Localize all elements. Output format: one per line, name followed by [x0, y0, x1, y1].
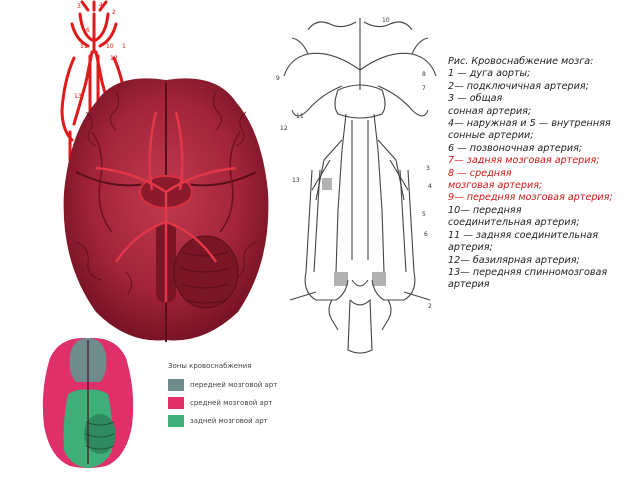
caption-line: 1 — дуга аорты; [448, 68, 531, 80]
caption-line: соединительная артерия; [448, 217, 580, 229]
caption-line-highlighted: 7— задняя мозговая артерия; [448, 155, 600, 167]
svg-text:4: 4 [99, 2, 103, 9]
legend-title: Зоны кровоснабжения [168, 362, 252, 370]
svg-text:13: 13 [74, 93, 82, 100]
caption-line: 13— передняя спинномозговая [448, 266, 608, 278]
svg-text:4: 4 [428, 183, 432, 190]
legend-item: задней мозговой арт [168, 412, 278, 430]
svg-text:13: 13 [292, 177, 300, 184]
svg-text:11: 11 [80, 43, 88, 50]
caption-line: 12— базилярная артерия; [448, 254, 580, 266]
svg-text:7: 7 [422, 85, 426, 92]
blood-supply-zones-illustration [42, 337, 134, 468]
caption-line-highlighted: 9— передняя мозговая артерия; [448, 192, 613, 204]
caption-line: сонная артерия; [448, 105, 532, 117]
svg-text:6: 6 [86, 27, 90, 34]
svg-text:11: 11 [296, 113, 304, 120]
zones-legend: Зоны кровоснабжения передней мозговой ар… [168, 362, 278, 430]
caption-line: 6 — позвоночная артерия; [448, 142, 583, 154]
svg-text:3: 3 [77, 3, 81, 10]
caption-line: артерия [448, 279, 490, 291]
legend-label-anterior: передней мозговой арт [190, 381, 278, 389]
svg-text:10: 10 [106, 43, 114, 50]
svg-text:2: 2 [112, 9, 116, 16]
caption-line-highlighted: 8 — средняя [448, 167, 512, 179]
svg-text:2: 2 [428, 303, 432, 310]
svg-text:9: 9 [276, 75, 280, 82]
legend-item: передней мозговой арт [168, 376, 278, 394]
caption-line: 4— наружная и 5 — внутренняя [448, 118, 611, 130]
arteries-line-drawing: 10 9 8 7 11 12 13 3 4 5 6 2 [276, 17, 437, 354]
svg-text:3: 3 [426, 165, 430, 172]
svg-text:1: 1 [122, 43, 126, 50]
svg-text:10: 10 [382, 17, 390, 24]
svg-text:5: 5 [422, 211, 426, 218]
caption-line: 11 — задняя соединительная [448, 229, 599, 241]
legend-swatch-middle [168, 397, 184, 409]
caption-line: Рис. Кровоснабжение мозга: [448, 56, 594, 67]
svg-text:8: 8 [422, 71, 426, 78]
legend-swatch-anterior [168, 379, 184, 391]
caption-line: 3 — общая [448, 93, 503, 105]
svg-text:12: 12 [110, 55, 118, 62]
caption-line: сонные артерии; [448, 130, 534, 142]
legend-label-middle: средней мозговой арт [190, 399, 273, 407]
brain-base-illustration [63, 78, 269, 342]
legend-swatch-posterior [168, 415, 184, 427]
caption-line: 2— подключичная артерия; [448, 80, 589, 92]
svg-text:6: 6 [424, 231, 428, 238]
legend-item: средней мозговой арт [168, 394, 278, 412]
caption-line: артерия; [448, 242, 493, 254]
figure-caption: Рис. Кровоснабжение мозга: 1 — дуга аорт… [448, 56, 634, 292]
caption-line-highlighted: мозговая артерия; [448, 180, 543, 192]
svg-text:12: 12 [280, 125, 288, 132]
caption-line: 10— передняя [448, 204, 522, 216]
legend-label-posterior: задней мозговой арт [190, 417, 268, 425]
